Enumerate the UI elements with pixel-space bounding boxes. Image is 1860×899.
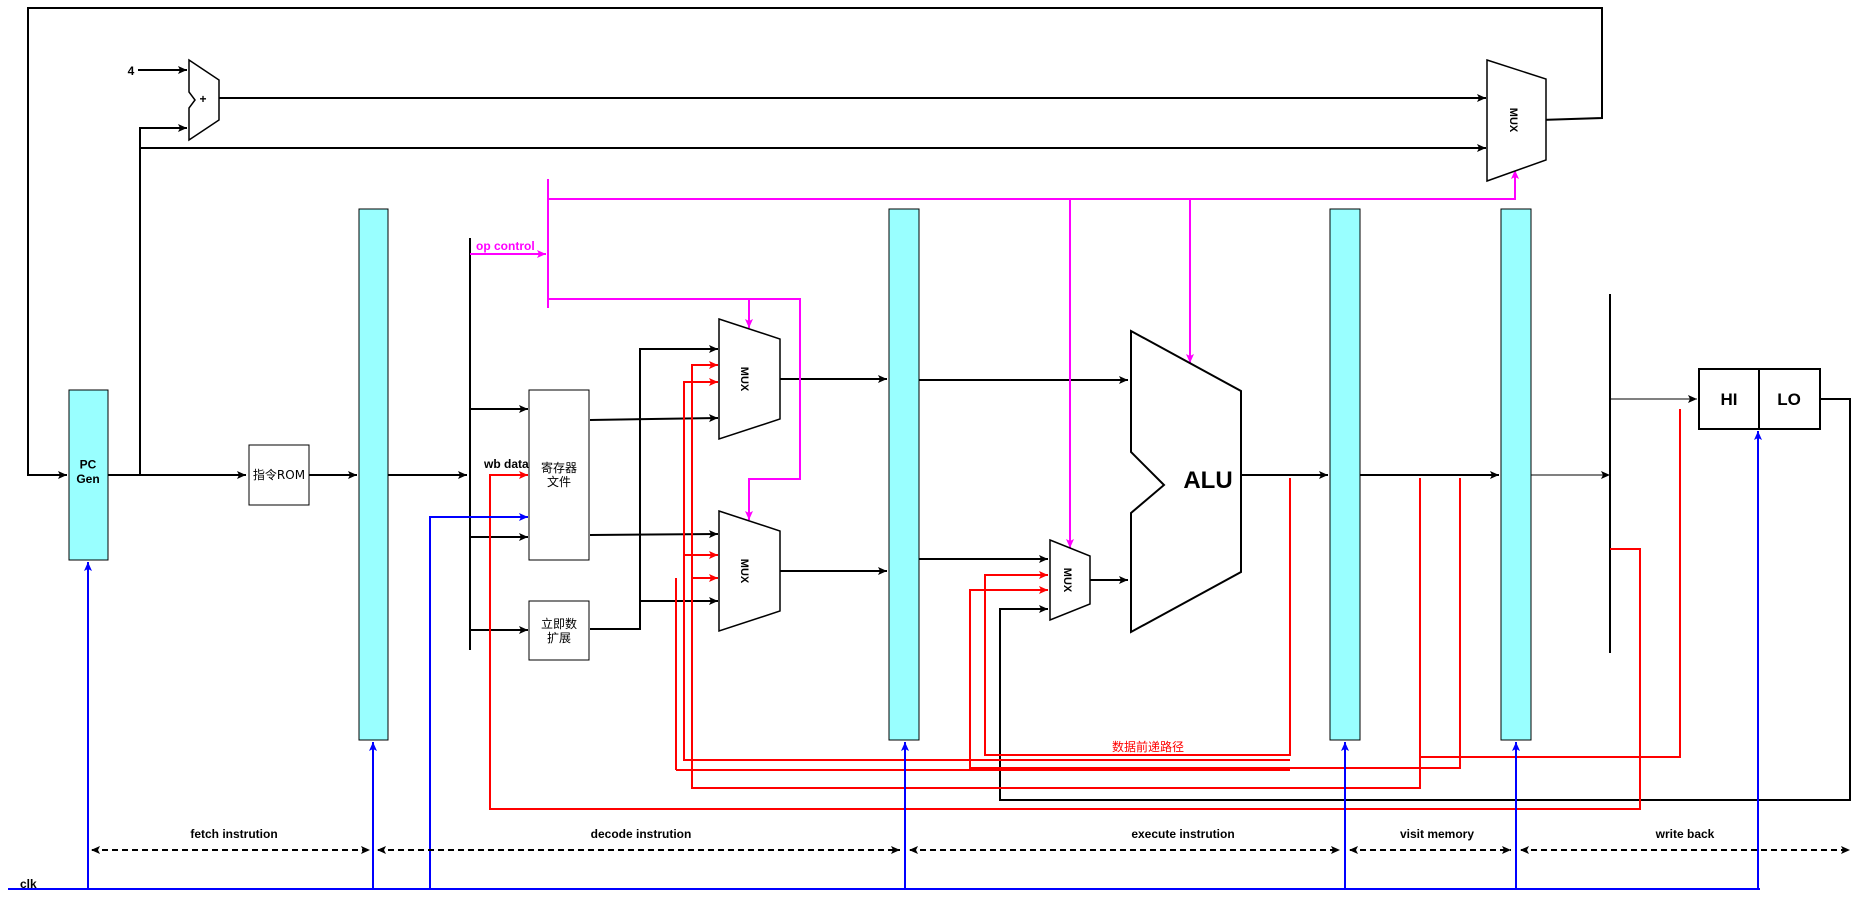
register-file [528,389,590,561]
lo-register [1758,368,1821,430]
mem-wb-register [1500,208,1532,741]
mux-operand-b [718,509,781,633]
id-ex-register [888,208,920,741]
writeback-data-wire [489,471,1641,810]
stage-writeback-label: write back [1655,827,1715,841]
stage-memory-label: visit memory [1400,827,1474,841]
forwarding-label: 数据前递路径 [1112,739,1184,754]
adder-plus-label: + [199,92,206,106]
imm-label-line1: 立即数 [541,616,577,631]
hilo-feedback-wire [999,398,1851,801]
stage-fetch-label: fetch instrution [190,827,277,841]
hi-register [1698,368,1760,430]
stage-execute-label: execute instrution [1131,827,1234,841]
mux-alu-label: MUX [1061,568,1073,593]
mux-operand-a [718,317,781,441]
immediate-extend [528,600,590,661]
instruction-rom [248,444,310,506]
const-four-label: 4 [128,64,135,78]
mux-pc-select [1486,58,1547,183]
mux-b-label: MUX [738,559,750,584]
alu [1130,329,1242,634]
imm-ext-out [590,345,718,630]
pc-to-adder-wire [139,124,187,475]
stage-decode-label: decode instrution [591,827,692,841]
ex-mem-register [1329,208,1361,741]
regfile-out-b [589,530,719,539]
if-id-register [358,208,389,741]
clk-label: clk [20,877,37,891]
pc-feedback-wire [27,7,1603,479]
mux-a-label: MUX [738,367,750,392]
imm-label-line2: 扩展 [547,631,571,645]
forwarding-path [984,478,1291,756]
hi-label: HI [1721,390,1738,409]
lo-label: LO [1777,390,1801,409]
mux-pc-label: MUX [1507,108,1519,133]
mux-alu-input [1049,538,1091,622]
pc-adder [188,58,220,142]
regfile-out-a [589,414,719,423]
op-control-label: op control [476,239,535,253]
alu-label: ALU [1183,467,1232,494]
pc-gen-register [68,389,109,561]
regfile-label-line1: 寄存器 [541,460,577,475]
wb-data-label: wb data [483,457,529,471]
regfile-label-line2: 文件 [547,474,571,489]
rom-label: 指令ROM [253,467,305,482]
